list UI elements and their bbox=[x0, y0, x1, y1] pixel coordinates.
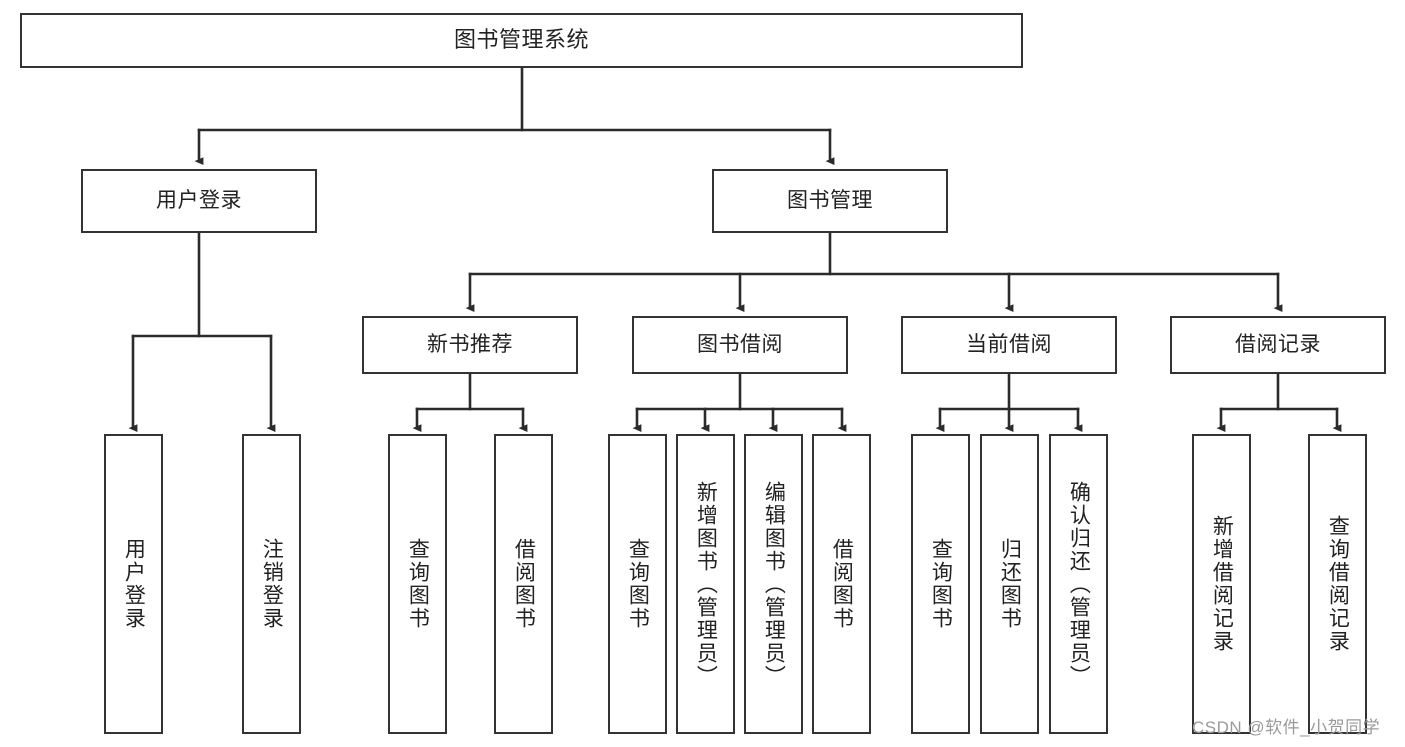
node-label: 借阅图书 bbox=[830, 538, 854, 630]
node-borrow-record[interactable]: 借阅记录 bbox=[1170, 316, 1386, 374]
node-label: 用户登录 bbox=[156, 189, 242, 213]
node-leaf-record-add-record[interactable]: 新增借阅记录 bbox=[1192, 434, 1251, 734]
node-leaf-user-login-login[interactable]: 用户登录 bbox=[104, 434, 163, 734]
node-leaf-borrow-add-book-admin[interactable]: 新增图书（管理员） bbox=[676, 434, 735, 734]
node-root-book-management-system[interactable]: 图书管理系统 bbox=[20, 13, 1023, 68]
node-user-login[interactable]: 用户登录 bbox=[81, 169, 317, 233]
node-leaf-record-query-record[interactable]: 查询借阅记录 bbox=[1308, 434, 1367, 734]
node-leaf-user-login-logout[interactable]: 注销登录 bbox=[242, 434, 301, 734]
node-book-borrow[interactable]: 图书借阅 bbox=[632, 316, 848, 374]
node-label: 查询图书 bbox=[406, 538, 430, 630]
node-label: 用户登录 bbox=[122, 538, 146, 630]
node-label: 借阅记录 bbox=[1235, 333, 1321, 357]
node-label: 新增图书（管理员） bbox=[694, 480, 718, 688]
node-leaf-new-book-query[interactable]: 查询图书 bbox=[388, 434, 447, 734]
node-label: 归还图书 bbox=[998, 538, 1022, 630]
node-new-book-recommend[interactable]: 新书推荐 bbox=[362, 316, 578, 374]
node-leaf-borrow-borrow-book[interactable]: 借阅图书 bbox=[812, 434, 871, 734]
node-leaf-borrow-query-book[interactable]: 查询图书 bbox=[608, 434, 667, 734]
node-label: 查询借阅记录 bbox=[1326, 515, 1350, 653]
node-leaf-current-query-book[interactable]: 查询图书 bbox=[911, 434, 970, 734]
node-label: 新增借阅记录 bbox=[1210, 515, 1234, 653]
node-label: 查询图书 bbox=[626, 538, 650, 630]
node-leaf-current-confirm-return-admin[interactable]: 确认归还（管理员） bbox=[1049, 434, 1108, 734]
node-label: 图书借阅 bbox=[697, 333, 783, 357]
node-current-borrow[interactable]: 当前借阅 bbox=[901, 316, 1117, 374]
node-book-management[interactable]: 图书管理 bbox=[712, 169, 948, 233]
node-label: 借阅图书 bbox=[512, 538, 536, 630]
node-label: 编辑图书（管理员） bbox=[762, 480, 786, 688]
node-label: 确认归还（管理员） bbox=[1067, 480, 1091, 688]
node-label: 图书管理 bbox=[787, 189, 873, 213]
node-label: 图书管理系统 bbox=[453, 27, 589, 53]
node-leaf-borrow-edit-book-admin[interactable]: 编辑图书（管理员） bbox=[744, 434, 803, 734]
node-label: 查询图书 bbox=[929, 538, 953, 630]
node-label: 新书推荐 bbox=[427, 333, 513, 357]
node-leaf-current-return-book[interactable]: 归还图书 bbox=[980, 434, 1039, 734]
node-leaf-new-book-borrow[interactable]: 借阅图书 bbox=[494, 434, 553, 734]
node-label: 注销登录 bbox=[260, 538, 284, 630]
node-label: 当前借阅 bbox=[966, 333, 1052, 357]
